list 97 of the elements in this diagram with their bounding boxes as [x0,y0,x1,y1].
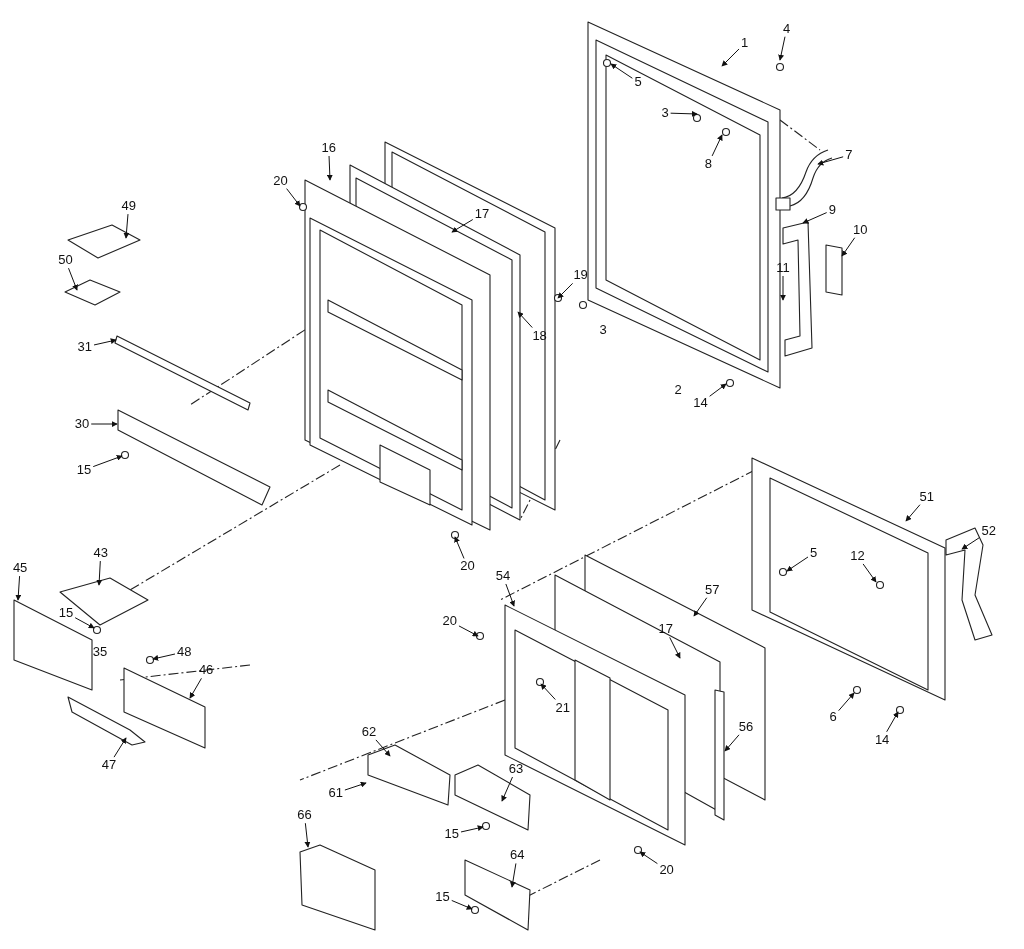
callout-number: 35 [91,645,109,659]
callout-number: 15 [57,605,75,620]
leader-line [669,636,681,659]
callout-number: 21 [554,700,571,715]
callout-number: 20 [459,559,476,574]
leader-line [817,156,844,166]
callout-number: 12 [849,548,866,563]
callout-number: 5 [809,546,819,561]
leader-line [375,739,391,757]
callout-number: 54 [494,568,512,583]
leader-line [961,537,981,550]
callout-number: 15 [75,463,93,477]
leader-line [693,597,708,617]
callout-number: 14 [692,396,709,411]
leader-line [786,556,809,572]
callout-number: 14 [873,732,891,747]
leader-line [304,822,311,848]
leader-line [15,575,22,601]
leader-line [711,134,723,157]
callout-number: 47 [100,758,118,773]
leader-line [540,683,556,700]
leader-line [451,219,474,233]
callout-number: 3 [660,106,670,120]
callout-number: 19 [572,268,589,283]
leader-line [68,267,78,291]
callout-number: 9 [827,203,837,218]
callout-number: 1 [740,36,750,51]
callout-number: 45 [11,561,29,576]
callout-number: 63 [507,762,525,776]
callout-number: 49 [120,199,137,214]
leader-line [344,781,367,791]
leader-line [639,851,658,865]
callout-number: 15 [443,827,460,842]
callout-number: 20 [441,614,458,628]
callout-number: 17 [473,207,491,221]
callout-number: 57 [704,582,721,597]
leader-line [886,711,899,733]
leader-line [501,776,513,802]
leader-line [74,617,95,629]
callout-number: 43 [92,546,109,561]
callout-number: 2 [673,383,683,397]
callout-number: 8 [703,156,713,171]
leader-line [458,625,479,637]
callout-number: 48 [175,644,193,659]
callout-number: 15 [434,889,451,904]
callout-number: 61 [327,786,344,801]
leader-line [113,737,127,758]
callout-number: 51 [918,489,936,504]
leader-line [778,36,786,61]
leader-line [505,583,515,607]
callout-number: 20 [658,862,675,877]
leader-line [90,421,118,427]
leader-line [152,653,176,661]
callout-number: 52 [980,524,997,539]
leader-line [670,110,698,117]
leader-line [724,734,740,752]
callout-number: 6 [828,710,838,725]
leader-line [509,862,517,888]
leader-line [721,48,740,67]
leader-line [96,560,103,586]
leader-line [286,188,301,207]
callout-number: 30 [73,417,91,431]
leader-line [93,338,117,346]
leader-line [92,455,123,468]
leader-line [802,212,828,224]
leader-line [610,63,633,79]
callout-number: 16 [320,141,337,155]
callout-number: 46 [197,663,215,678]
callout-number: 50 [57,253,74,268]
callout-number: 56 [737,719,755,734]
callout-number: 31 [76,340,93,355]
leader-line [905,504,921,522]
callout-number: 10 [852,222,869,237]
leader-line [326,155,333,181]
callout-number: 62 [360,724,378,739]
callout-number: 17 [657,622,674,637]
callout-number: 11 [775,261,791,275]
leader-line [780,275,786,301]
callout-number: 20 [272,173,289,188]
callout-number: 4 [782,21,792,36]
leader-line [862,563,877,583]
callout-number: 7 [844,148,854,163]
leader-line [557,282,574,299]
leader-line [709,383,727,397]
leader-line [454,536,465,559]
callout-number: 3 [598,323,608,337]
leader-line [460,825,484,833]
callout-number: 5 [633,75,643,89]
callout-number: 18 [531,328,548,343]
leader-line [517,311,533,329]
leader-line [189,677,202,699]
leader-line [451,899,473,910]
leader-line [841,237,856,257]
leader-line [838,692,855,712]
leader-line [123,213,130,239]
callout-number: 64 [509,848,526,863]
callout-number: 66 [296,808,313,823]
